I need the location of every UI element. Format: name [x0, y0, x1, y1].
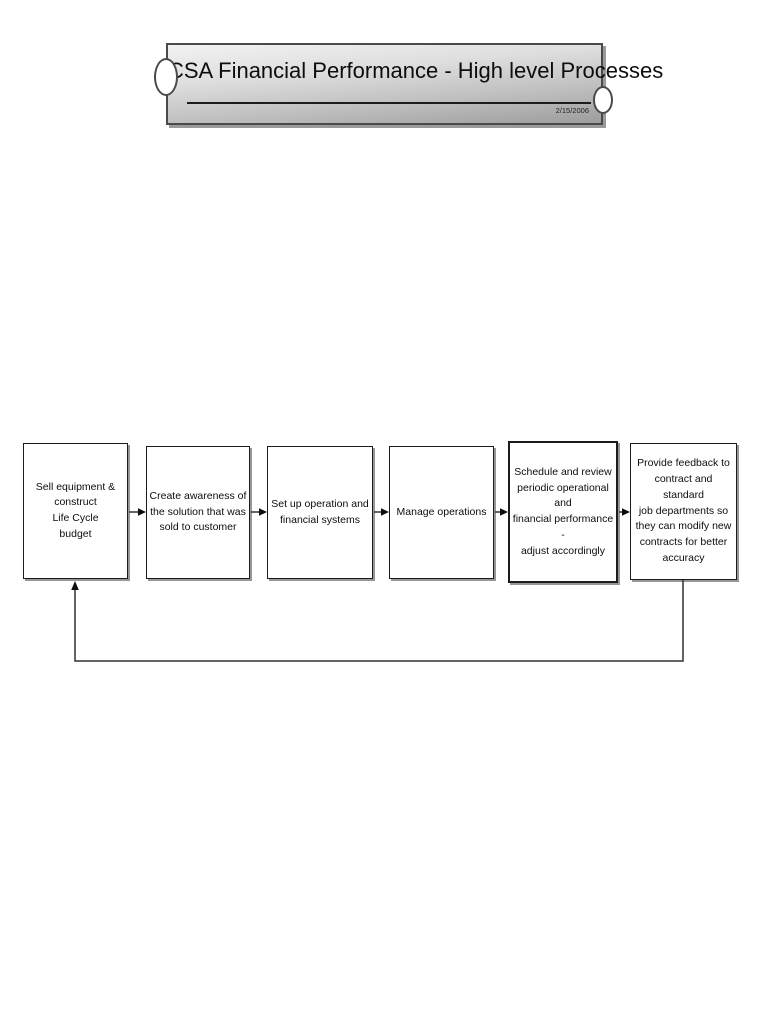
connector-4-5-arrowhead-icon	[500, 508, 508, 516]
process-step-set-up-operation: Set up operation and financial systems	[267, 446, 373, 579]
process-step-manage-operations: Manage operations	[389, 446, 494, 579]
connector-2-3-arrowhead-icon	[259, 508, 267, 516]
connector-3-4-arrowhead-icon	[381, 508, 389, 516]
process-step-label: Sell equipment & construct Life Cycle bu…	[35, 480, 116, 540]
process-step-label: Set up operation and financial systems	[271, 497, 369, 526]
process-step-create-awareness: Create awareness of the solution that wa…	[146, 446, 250, 579]
date-label: 2/15/2006	[555, 106, 589, 115]
process-step-label: Create awareness of the solution that wa…	[149, 489, 247, 534]
process-step-schedule-review: Schedule and review periodic operational…	[508, 441, 618, 583]
process-step-sell-equipment: Sell equipment & construct Life Cycle bu…	[23, 443, 128, 579]
process-step-label: Manage operations	[396, 505, 487, 518]
title-banner: CSA Financial Performance - High level P…	[166, 43, 664, 125]
page-title: CSA Financial Performance - High level P…	[168, 58, 664, 83]
process-step-label: Schedule and review periodic operational…	[512, 465, 614, 557]
banner-right-ellipse-decoration	[593, 86, 613, 114]
banner-left-ellipse-decoration	[154, 58, 178, 96]
connector-1-2-arrowhead-icon	[138, 508, 146, 516]
title-underline	[187, 102, 591, 104]
feedback-loop-arrowhead-icon	[71, 581, 79, 590]
process-step-provide-feedback: Provide feedback to contract and standar…	[630, 443, 737, 580]
process-step-label: Provide feedback to contract and standar…	[635, 457, 732, 564]
connector-5-6-arrowhead-icon	[622, 508, 630, 516]
feedback-loop-line	[74, 580, 684, 662]
